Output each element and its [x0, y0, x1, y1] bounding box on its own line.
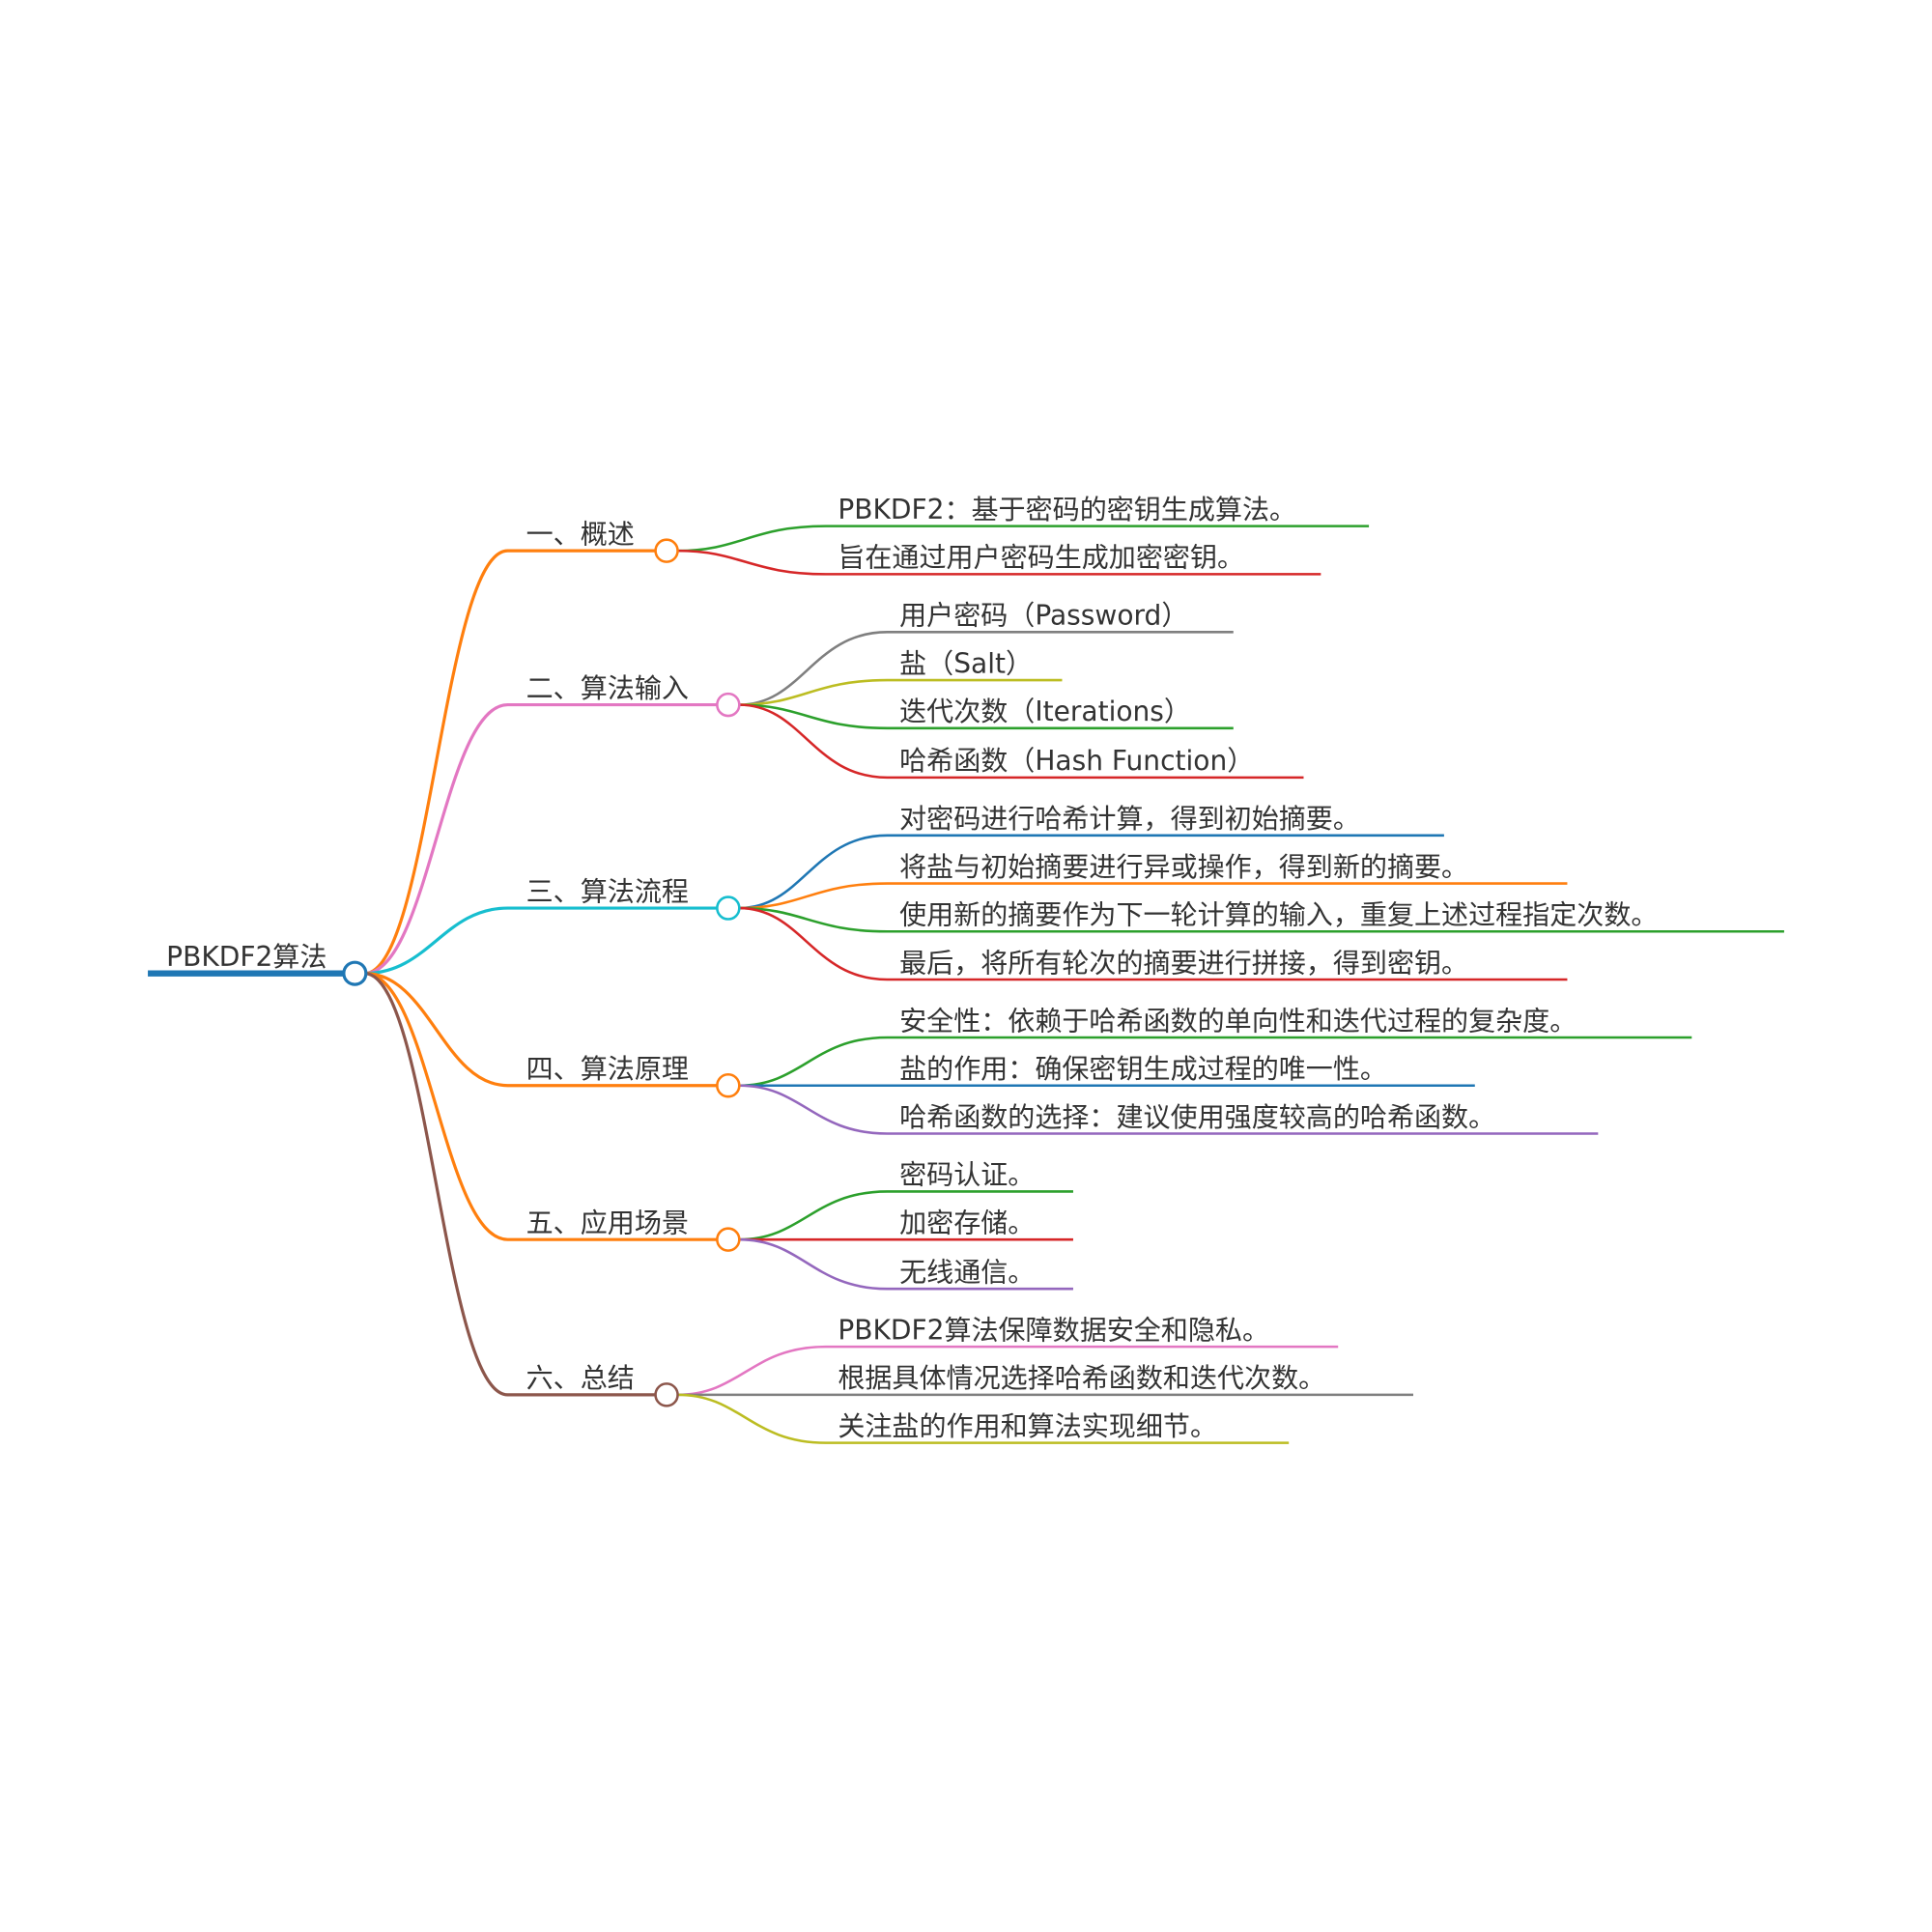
leaf-label[interactable]: 盐（Salt）: [899, 647, 1033, 679]
leaf-label[interactable]: 迭代次数（Iterations）: [899, 696, 1191, 727]
leaf-link: [677, 1345, 1339, 1397]
collapse-toggle[interactable]: [716, 692, 741, 718]
leaf-label[interactable]: 最后，将所有轮次的摘要进行拼接，得到密钥。: [899, 947, 1468, 979]
leaf-link: [677, 1393, 1290, 1444]
leaf-label[interactable]: 对密码进行哈希计算，得到初始摘要。: [899, 803, 1360, 835]
branch-label[interactable]: 三、算法流程: [526, 875, 689, 907]
leaf-label[interactable]: 使用新的摘要作为下一轮计算的输入，重复上述过程指定次数。: [899, 899, 1658, 931]
leaf-label[interactable]: 密码认证。: [899, 1159, 1035, 1191]
branch-label[interactable]: 一、概述: [526, 519, 635, 551]
branch-label[interactable]: 二、算法输入: [526, 672, 689, 704]
leaf-link: [677, 525, 1370, 553]
root-collapse-toggle[interactable]: [342, 960, 368, 986]
leaf-link: [739, 906, 1568, 981]
branch-link: [364, 702, 718, 976]
leaf-link: [739, 1237, 1073, 1291]
leaf-label[interactable]: 无线通信。: [899, 1257, 1035, 1289]
collapse-toggle[interactable]: [654, 1382, 679, 1407]
leaf-label[interactable]: 关注盐的作用和算法实现细节。: [838, 1410, 1217, 1442]
collapse-toggle[interactable]: [716, 1072, 741, 1098]
leaf-label[interactable]: 旨在通过用户密码生成加密密钥。: [838, 542, 1244, 574]
leaf-label[interactable]: 哈希函数的选择：建议使用强度较高的哈希函数。: [899, 1101, 1495, 1133]
leaf-link: [739, 1084, 1599, 1135]
leaf-link: [739, 703, 1234, 730]
leaf-link: [739, 678, 1063, 706]
branch-link: [364, 972, 718, 1241]
branch-label[interactable]: 四、算法原理: [526, 1053, 689, 1085]
leaf-link: [739, 834, 1444, 910]
leaf-link: [739, 906, 1784, 933]
leaf-link: [739, 882, 1568, 910]
leaf-link: [739, 1190, 1073, 1241]
leaf-label[interactable]: 加密存储。: [899, 1208, 1035, 1239]
leaf-label[interactable]: 安全性：依赖于哈希函数的单向性和迭代过程的复杂度。: [899, 1005, 1577, 1037]
leaf-label[interactable]: 将盐与初始摘要进行异或操作，得到新的摘要。: [899, 851, 1468, 883]
root-label: PBKDF2算法: [166, 941, 327, 973]
branch-link: [364, 549, 656, 976]
collapse-toggle[interactable]: [654, 538, 679, 563]
collapse-toggle[interactable]: [716, 1227, 741, 1252]
leaf-label[interactable]: 用户密码（Password）: [899, 600, 1188, 632]
branch-label[interactable]: 六、总结: [526, 1362, 635, 1394]
leaf-link: [677, 549, 1321, 576]
leaf-link: [739, 631, 1234, 706]
leaf-link: [739, 703, 1304, 780]
leaf-link: [739, 1036, 1692, 1087]
leaf-label[interactable]: PBKDF2：基于密码的密钥生成算法。: [838, 494, 1296, 526]
leaf-label[interactable]: 根据具体情况选择哈希函数和迭代次数。: [838, 1362, 1325, 1394]
branch-label[interactable]: 五、应用场景: [526, 1208, 689, 1239]
leaf-label[interactable]: 哈希函数（Hash Function）: [899, 745, 1254, 777]
leaf-label[interactable]: PBKDF2算法保障数据安全和隐私。: [838, 1314, 1269, 1346]
leaf-label[interactable]: 盐的作用：确保密钥生成过程的唯一性。: [899, 1053, 1387, 1085]
branch-link: [364, 972, 718, 1088]
collapse-toggle[interactable]: [716, 895, 741, 921]
branch-link: [364, 906, 718, 976]
branch-link: [364, 972, 656, 1397]
